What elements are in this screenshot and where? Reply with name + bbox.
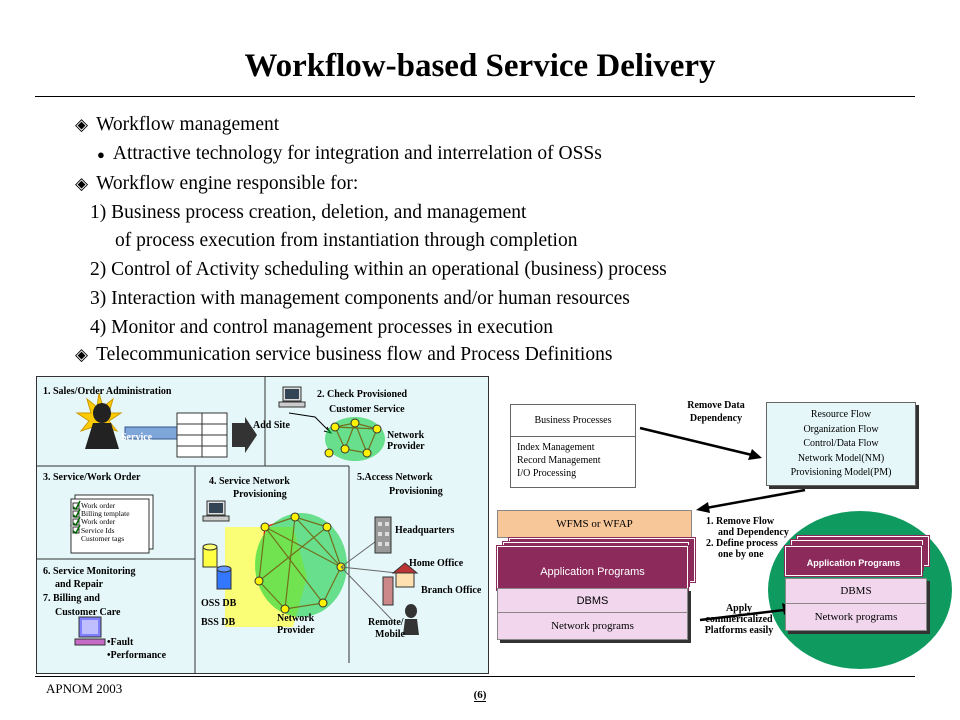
title-divider — [35, 96, 915, 97]
work-order-item: Billing template — [81, 509, 130, 519]
work-order-sheet — [70, 498, 150, 554]
fault-label: •Fault — [107, 637, 134, 648]
page-number: (6) — [473, 689, 487, 702]
work-order-item: Service Ids — [81, 525, 115, 535]
branch-office-label: Branch Office — [421, 585, 482, 596]
bullet-2: ●Attractive technology for integration a… — [97, 143, 602, 164]
person-icon — [93, 403, 111, 423]
mobile-user-icon — [405, 604, 417, 618]
step-6-label-a: 6. Service Monitoring — [43, 566, 136, 577]
business-processes-items: Index Management Record Management I/O P… — [511, 437, 635, 480]
service-label: Service — [121, 432, 153, 443]
bullet-9: ◈Telecommunication service business flow… — [75, 344, 613, 365]
step-3-label: 3. Service/Work Order — [43, 472, 141, 483]
work-order-item: Work order — [81, 517, 116, 527]
application-programs-layer: Application Programs — [497, 546, 688, 590]
step-1-label: 1. Sales/Order Administration — [43, 386, 172, 397]
oval-network-programs: Network programs — [785, 603, 927, 631]
resource-flow-item: Control/Data Flow — [803, 438, 879, 449]
home-office-icon — [395, 572, 415, 588]
bullet-1: ◈Workflow management — [75, 114, 280, 135]
bss-db-label: BSS DB — [201, 617, 236, 628]
diamond-bullet-icon: ◈ — [75, 345, 89, 364]
branch-office-icon — [382, 576, 394, 606]
bullet-4: 1) Business process creation, deletion, … — [90, 202, 527, 223]
bullet-3: ◈Workflow engine responsible for: — [75, 173, 359, 194]
step-5-label-b: Provisioning — [389, 486, 443, 497]
business-processes-box: Business Processes Index Management Reco… — [510, 404, 636, 488]
performance-label: •Performance — [107, 650, 167, 661]
business-process-item: I/O Processing — [517, 468, 577, 479]
oval-dbms: DBMS — [785, 578, 927, 604]
forward-arrow-icon — [232, 417, 257, 453]
step-2-label-b: Customer Service — [329, 404, 405, 415]
service-process-panel: 1. Sales/Order Administration Service Ad… — [36, 376, 489, 674]
bullet-8: 4) Monitor and control management proces… — [90, 317, 553, 338]
business-process-item: Index Management — [517, 442, 595, 453]
wfms-bar: WFMS or WFAP — [497, 510, 692, 538]
footer-divider — [35, 676, 915, 677]
work-order-list: Work order Billing template Work order S… — [81, 501, 130, 543]
work-order-item: Work order — [81, 501, 116, 510]
network-provider-label-b: Provider — [387, 441, 425, 452]
core-provider-label-b: Provider — [277, 625, 315, 636]
remote-mobile-label-a: Remote/ — [368, 617, 404, 628]
add-site-label: Add Site — [253, 420, 290, 431]
oval-application-programs: Application Programs — [785, 546, 922, 576]
bullet-5: of process execution from instantiation … — [115, 230, 578, 251]
step-7-label-b: Customer Care — [55, 607, 121, 618]
service-process-diagram — [37, 377, 419, 673]
diamond-bullet-icon: ◈ — [75, 174, 89, 193]
bullet-7: 3) Interaction with management component… — [90, 288, 630, 309]
diamond-bullet-icon: ◈ — [75, 115, 89, 134]
dot-bullet-icon: ● — [97, 147, 105, 162]
home-office-label: Home Office — [409, 558, 464, 569]
headquarters-label: Headquarters — [395, 525, 455, 536]
remote-mobile-label-b: Mobile — [375, 629, 405, 640]
footer-conference: APNOM 2003 — [46, 681, 123, 696]
resource-flow-item: Organization Flow — [803, 423, 879, 435]
dbms-layer: DBMS — [497, 588, 688, 614]
business-process-item: Record Management — [517, 455, 601, 466]
step-4-label-b: Provisioning — [233, 489, 287, 500]
bullet-6: 2) Control of Activity scheduling within… — [90, 259, 667, 280]
step-2-label-a: 2. Check Provisioned — [317, 389, 408, 400]
core-provider-label-a: Network — [277, 613, 315, 624]
step-remove-flow-label: 1. Remove Flow and Dependency 2. Define … — [706, 516, 789, 560]
network-programs-layer: Network programs — [497, 612, 688, 640]
business-processes-header: Business Processes — [511, 405, 635, 437]
page-title: Workflow-based Service Delivery — [244, 48, 716, 84]
step-6-label-b: and Repair — [55, 579, 104, 590]
resource-flow-box: Resource Flow Organization Flow Control/… — [766, 402, 916, 486]
network-provider-label-a: Network — [387, 430, 425, 441]
step-5-label-a: 5.Access Network — [357, 472, 433, 483]
resource-flow-item: Network Model(NM) — [797, 452, 885, 464]
step-7-label-a: 7. Billing and — [43, 593, 100, 604]
step-4-label-a: 4. Service Network — [209, 476, 290, 487]
work-order-item: Customer tags — [81, 533, 125, 543]
resource-flow-item: Provisioning Model(PM) — [790, 467, 892, 478]
oss-db-label: OSS DB — [201, 598, 237, 609]
resource-flow-item: Resource Flow — [810, 409, 872, 420]
